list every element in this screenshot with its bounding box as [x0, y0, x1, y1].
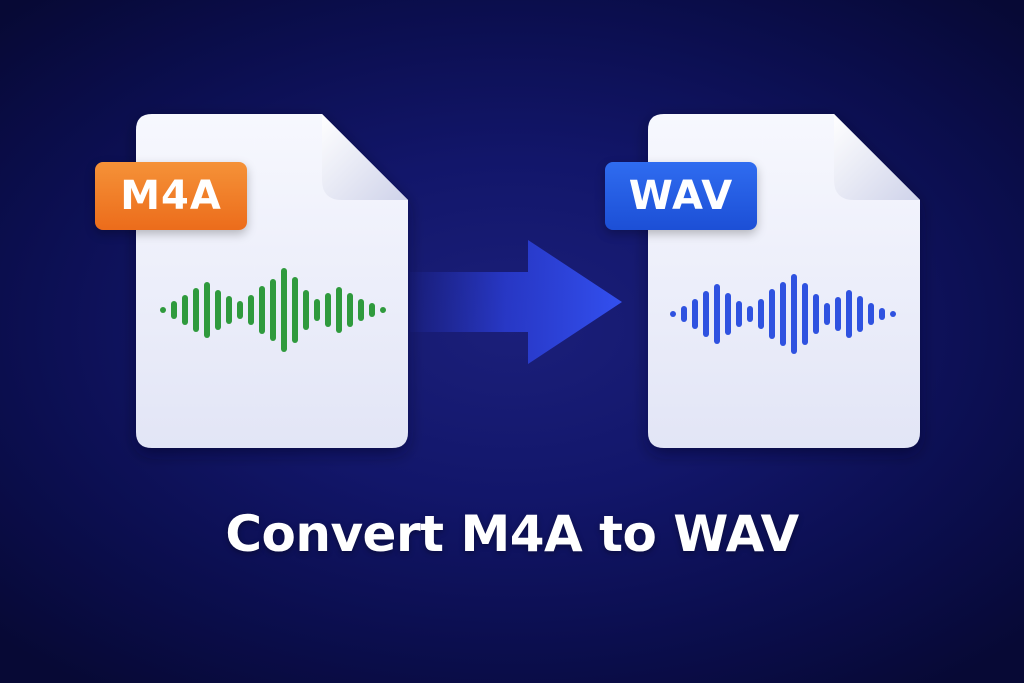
waveform-bar: [270, 279, 276, 341]
waveform-bar: [226, 296, 232, 324]
waveform-bar: [692, 299, 698, 329]
waveform-bar: [857, 296, 863, 332]
waveform-bar: [879, 308, 885, 320]
waveform-bar: [259, 286, 265, 334]
waveform-bar: [369, 303, 375, 317]
waveform-bar: [725, 293, 731, 335]
waveform-bar: [303, 290, 309, 330]
waveform-bar: [802, 283, 808, 345]
source-format-badge: M4A: [95, 162, 247, 230]
waveform-bar: [358, 299, 364, 321]
waveform-bar: [780, 282, 786, 346]
arrow-right-icon: [410, 240, 622, 364]
waveform-bar: [193, 288, 199, 332]
waveform-bar: [325, 293, 331, 327]
waveform-bar: [835, 297, 841, 331]
waveform-bar: [336, 287, 342, 333]
waveform-bar: [347, 293, 353, 327]
source-format-label: M4A: [120, 173, 222, 219]
waveform-bar: [182, 295, 188, 325]
waveform-bar: [248, 295, 254, 325]
waveform-icon: [160, 268, 386, 352]
waveform-bar: [758, 299, 764, 329]
waveform-bar: [204, 282, 210, 338]
target-format-badge: WAV: [605, 162, 757, 230]
waveform-bar: [281, 268, 287, 352]
waveform-bar: [846, 290, 852, 338]
waveform-bar: [314, 299, 320, 321]
waveform-bar: [160, 307, 166, 313]
waveform-bar: [868, 303, 874, 325]
waveform-bar: [703, 291, 709, 337]
waveform-bar: [292, 277, 298, 343]
waveform-bar: [791, 274, 797, 354]
waveform-bar: [380, 307, 386, 313]
target-format-label: WAV: [628, 173, 734, 219]
waveform-bar: [237, 301, 243, 319]
waveform-bar: [769, 289, 775, 339]
waveform-bar: [736, 301, 742, 327]
waveform-bar: [215, 290, 221, 330]
waveform-bar: [670, 311, 676, 317]
waveform-bar: [171, 301, 177, 319]
waveform-bar: [747, 306, 753, 322]
waveform-icon: [670, 274, 896, 354]
waveform-bar: [681, 306, 687, 322]
waveform-bar: [890, 311, 896, 317]
waveform-bar: [813, 294, 819, 334]
waveform-bar: [714, 284, 720, 344]
page-title: Convert M4A to WAV: [225, 505, 799, 563]
waveform-bar: [824, 303, 830, 325]
